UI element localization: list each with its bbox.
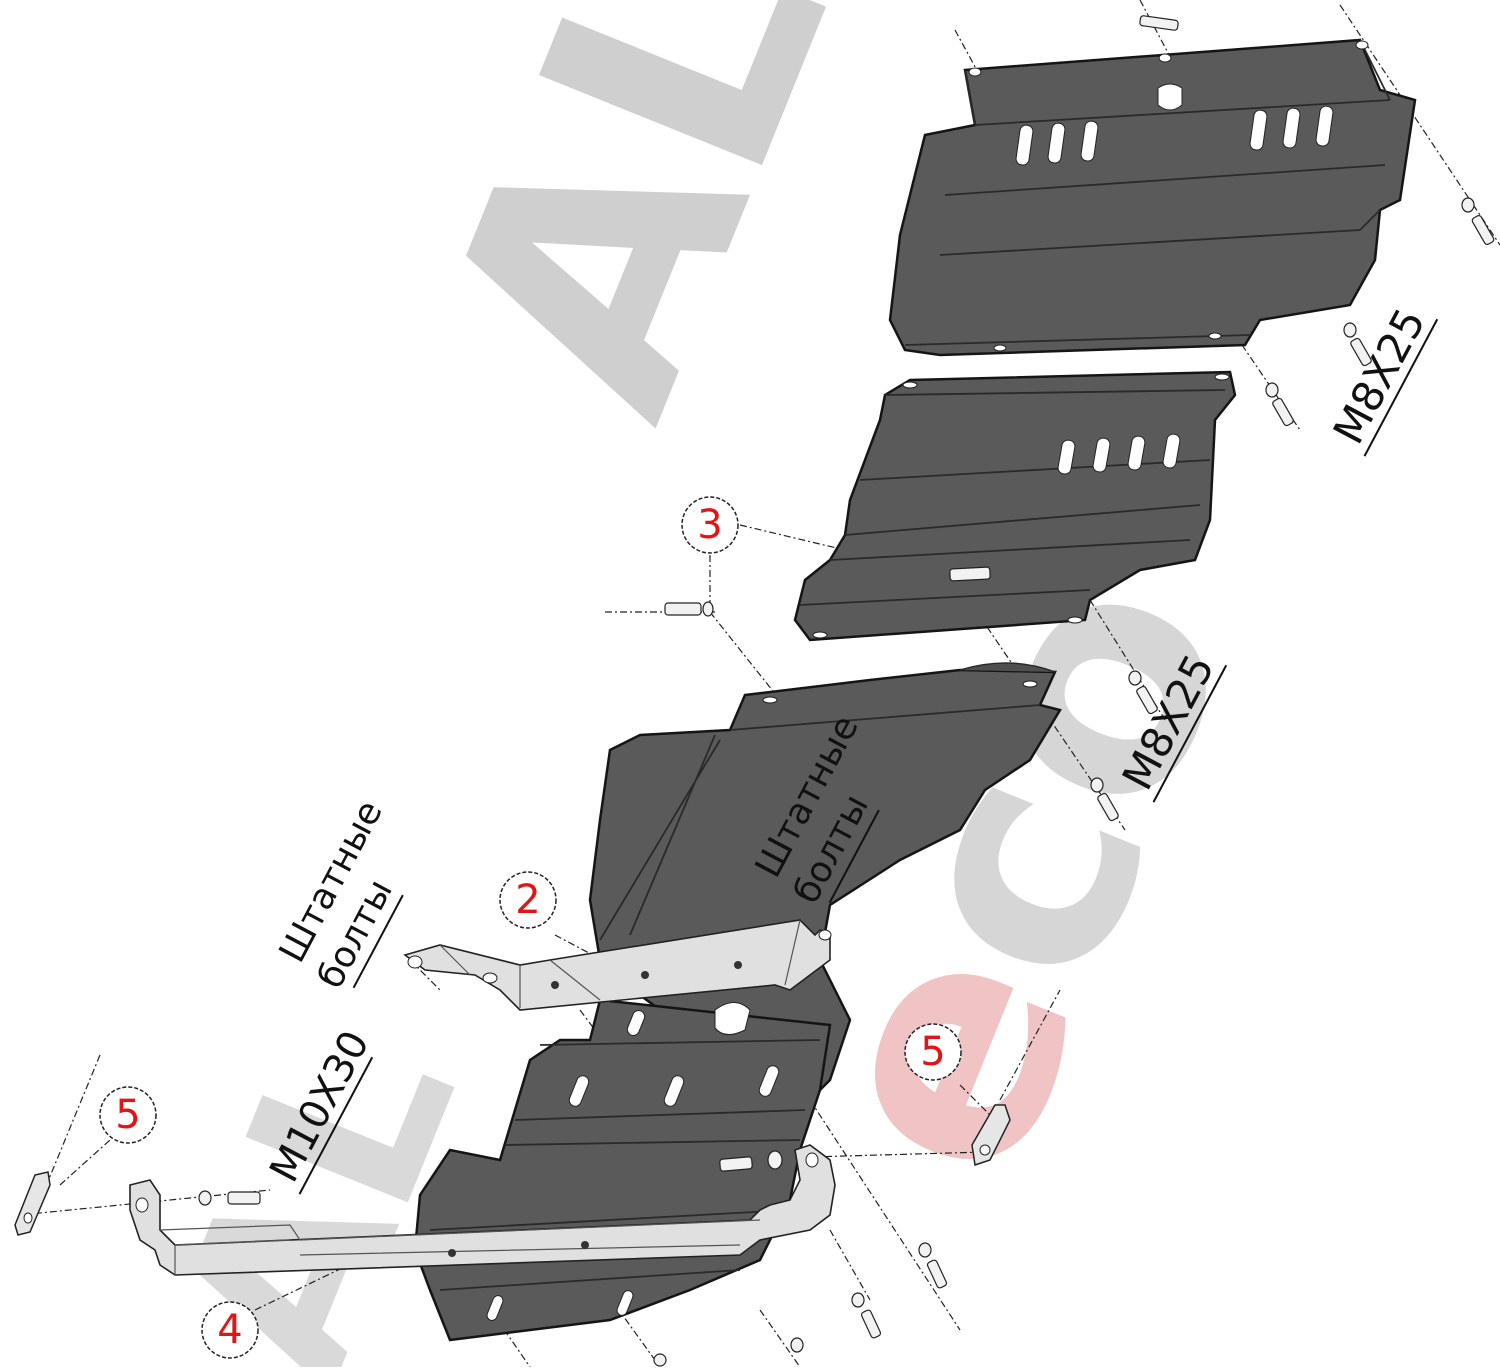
bolt-icon: [1350, 337, 1372, 367]
bolt-icon: [860, 1309, 882, 1339]
washer-icon: [1090, 777, 1104, 793]
svg-text:5: 5: [115, 1092, 140, 1138]
bolt-icon: [551, 961, 742, 989]
washer-icon: [702, 601, 714, 617]
callout-part-5-left: 5: [99, 1086, 157, 1144]
bolt-icon: [719, 1156, 753, 1172]
callout-part-3: 3: [681, 496, 739, 554]
vent-slots: [968, 40, 1369, 352]
washer-icon: [767, 1150, 783, 1170]
engine-guard-plate: [888, 38, 1417, 357]
bottom-guard-plate: [413, 998, 832, 1342]
fasteners: [198, 15, 1495, 1367]
bolt-icon: [1471, 215, 1495, 245]
bolt-icon: [1136, 685, 1158, 715]
svg-text:4: 4: [217, 1307, 242, 1353]
washer-icon: [851, 1292, 865, 1308]
svg-text:2: 2: [515, 877, 540, 923]
washer-icon: [198, 1190, 212, 1206]
middle-guard-plate: [793, 370, 1237, 642]
bolt-icon: [949, 566, 991, 582]
bolt-icon: [227, 1191, 261, 1205]
bolt-icon: [664, 602, 702, 616]
callout-part-5-right: 5: [904, 1023, 962, 1081]
cross-member-bracket-lower: [129, 1144, 836, 1276]
bolt-icon: [1272, 397, 1294, 427]
washer-icon: [790, 1337, 804, 1353]
washer-icon: [653, 1353, 667, 1367]
gearbox-guard-plate: [588, 662, 1062, 1102]
washer-icon: [1265, 382, 1279, 398]
washer-icon: [1128, 670, 1142, 686]
cross-member-bracket-upper: [403, 919, 832, 1011]
washer-icon: [1461, 197, 1475, 213]
bolt-icon: [1139, 15, 1179, 31]
bolt-icon: [926, 1259, 948, 1289]
bolt-label-top: M8X25: [1324, 300, 1439, 457]
callout-part-2: 2: [499, 871, 557, 929]
washer-icon: [1343, 322, 1357, 338]
callouts: 3 2 5 5 4: [99, 496, 962, 1359]
svg-text:3: 3: [697, 502, 722, 548]
mounting-tab-left: [14, 1171, 51, 1236]
callout-part-4: 4: [201, 1301, 259, 1359]
svg-text:5: 5: [920, 1029, 945, 1075]
washer-icon: [918, 1242, 932, 1258]
bolt-icon: [1097, 792, 1119, 822]
mounting-tab-right: [971, 1104, 1011, 1166]
